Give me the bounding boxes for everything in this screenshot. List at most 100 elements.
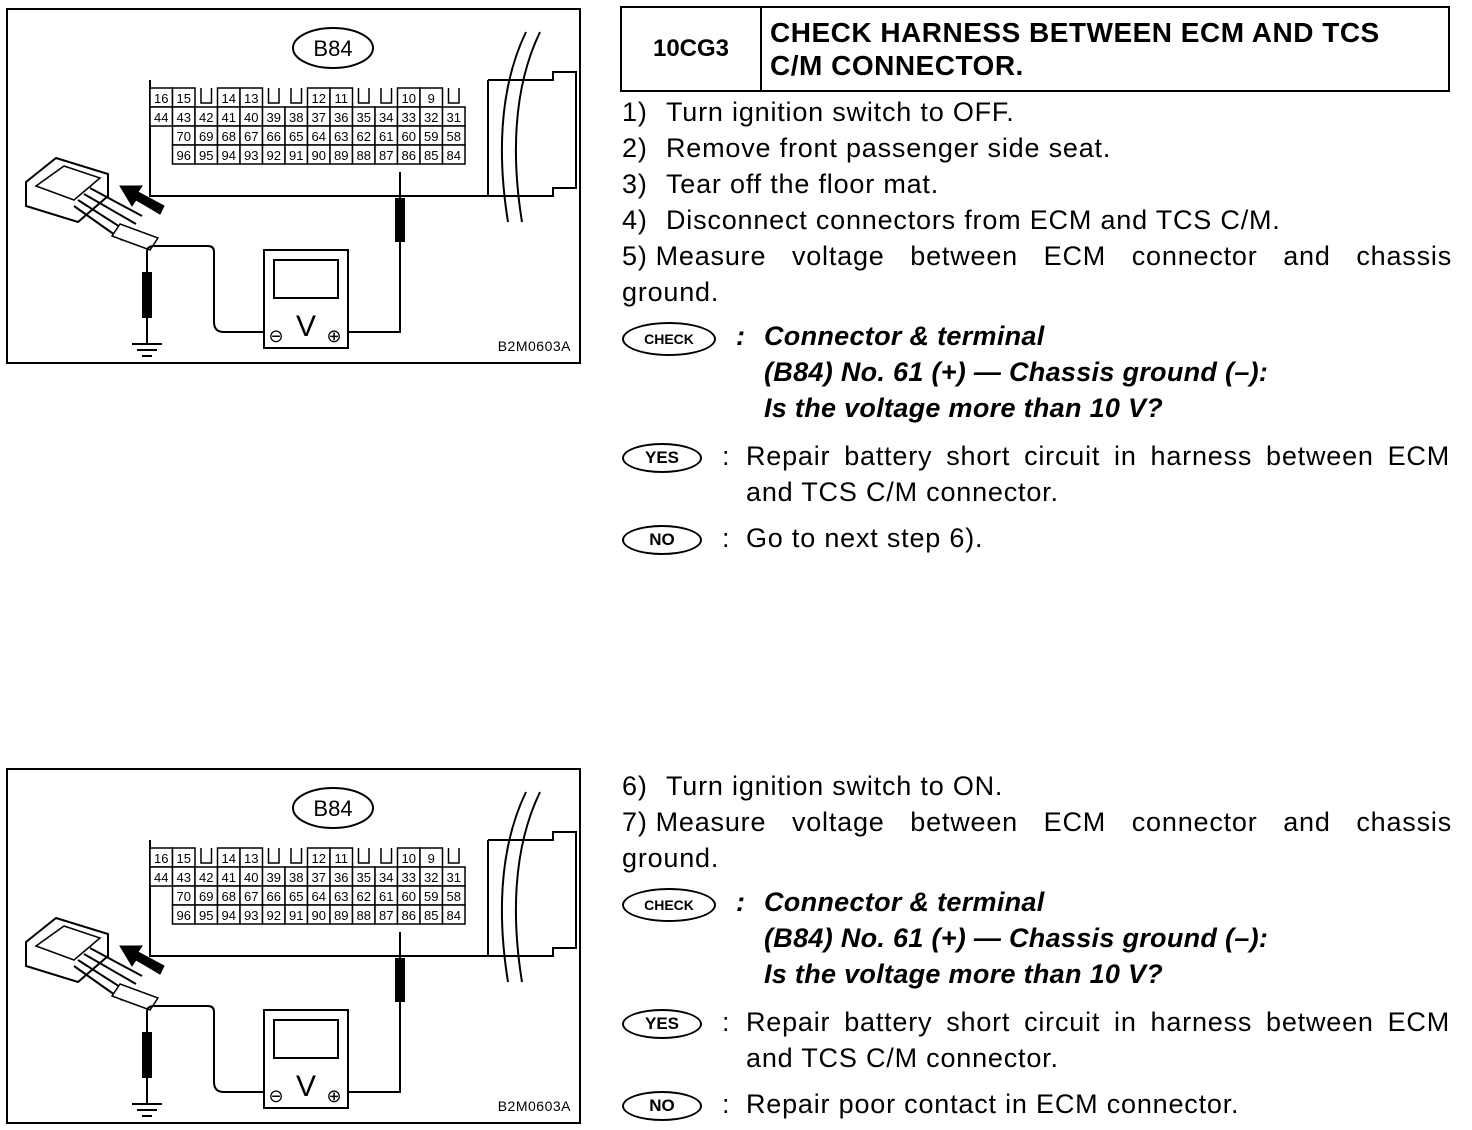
terminal-label: 42 bbox=[199, 870, 213, 885]
step-item: 2)Remove front passenger side seat. bbox=[622, 130, 1452, 166]
voltmeter-display bbox=[273, 1019, 339, 1059]
figure-code: B2M0603A bbox=[497, 1098, 571, 1114]
plug-wires bbox=[73, 187, 143, 241]
ground-probe bbox=[142, 272, 152, 318]
minus-terminal-icon: ⊖ bbox=[268, 1086, 283, 1107]
connector-label-bubble bbox=[292, 787, 374, 829]
terminal-label: 89 bbox=[334, 908, 348, 923]
probe-handle bbox=[395, 198, 405, 242]
no-text: Go to next step 6). bbox=[746, 523, 984, 553]
check-line-1: Connector & terminal bbox=[764, 887, 1045, 917]
terminal-key bbox=[290, 848, 303, 864]
terminal-label: 63 bbox=[334, 889, 348, 904]
terminal-label: 84 bbox=[447, 148, 461, 163]
terminal-label: 16 bbox=[154, 851, 168, 866]
terminal-label: 93 bbox=[244, 148, 258, 163]
plug-sleeve bbox=[110, 983, 160, 1011]
terminal-label: 41 bbox=[222, 870, 236, 885]
terminal-cell bbox=[441, 904, 466, 925]
probe-wire-positive bbox=[334, 242, 401, 333]
terminal-label: 40 bbox=[244, 870, 258, 885]
terminal-label: 44 bbox=[154, 870, 168, 885]
probe-wire-negative bbox=[146, 1005, 270, 1093]
step-item: 3)Tear off the floor mat. bbox=[622, 166, 1452, 202]
terminal-label: 11 bbox=[335, 91, 349, 106]
figure-code: B2M0603A bbox=[497, 338, 571, 354]
step-item: 1)Turn ignition switch to OFF. bbox=[622, 94, 1452, 130]
break-line bbox=[500, 791, 527, 983]
terminal-key bbox=[380, 88, 393, 104]
check-row: CHECK : Connector & terminal (B84) No. 6… bbox=[622, 318, 1452, 438]
check-text: : Connector & terminal (B84) No. 61 (+) … bbox=[736, 318, 1268, 426]
ground-probe bbox=[142, 1032, 152, 1078]
step-code: 10CG3 bbox=[622, 8, 762, 90]
yes-badge: YES bbox=[622, 1009, 702, 1039]
step-title: CHECK HARNESS BETWEEN ECM AND TCS C/M CO… bbox=[770, 17, 1380, 81]
yes-badge: YES bbox=[622, 443, 702, 473]
terminal-label: 63 bbox=[334, 129, 348, 144]
probe-wire-negative bbox=[146, 245, 270, 333]
no-row: NO : Repair poor contact in ECM connecto… bbox=[622, 1086, 1452, 1126]
terminal-label: 61 bbox=[379, 129, 393, 144]
check-line-3: Is the voltage more than 10 V? bbox=[764, 393, 1164, 423]
terminal-label: 11 bbox=[335, 851, 349, 866]
check-row: CHECK : Connector & terminal (B84) No. 6… bbox=[622, 884, 1452, 1004]
terminal-label: 33 bbox=[402, 110, 416, 125]
check-line-1: Connector & terminal bbox=[764, 321, 1045, 351]
terminal-label: 60 bbox=[402, 129, 416, 144]
terminal-label: 94 bbox=[222, 908, 236, 923]
terminal-label: 68 bbox=[222, 889, 236, 904]
terminal-label: 59 bbox=[424, 129, 438, 144]
connector-housing bbox=[488, 71, 577, 197]
step-header: 10CG3 CHECK HARNESS BETWEEN ECM AND TCS … bbox=[620, 6, 1450, 92]
step-text: Tear off the floor mat. bbox=[666, 169, 940, 199]
step-item: 7)Measure voltage between ECM connector … bbox=[622, 804, 1452, 876]
terminal-key bbox=[357, 848, 370, 864]
terminal-label: 67 bbox=[244, 129, 258, 144]
yes-row: YES : Repair battery short circuit in ha… bbox=[622, 1004, 1452, 1086]
terminal-label: 31 bbox=[447, 110, 461, 125]
terminal-label: 36 bbox=[334, 870, 348, 885]
terminal-label: 41 bbox=[222, 110, 236, 125]
terminal-cell bbox=[441, 144, 466, 165]
terminal-label: 34 bbox=[379, 110, 393, 125]
plug-wires bbox=[73, 947, 143, 1001]
plus-terminal-icon: ⊕ bbox=[326, 1086, 341, 1107]
terminal-label: 12 bbox=[312, 91, 326, 106]
terminal-label: 91 bbox=[289, 908, 303, 923]
check-line-2: (B84) No. 61 (+) — Chassis ground (–): bbox=[764, 923, 1269, 953]
check-badge: CHECK bbox=[622, 888, 716, 922]
terminal-label: 61 bbox=[379, 889, 393, 904]
terminal-label: 13 bbox=[244, 91, 258, 106]
terminal-label: 91 bbox=[289, 148, 303, 163]
arrow-icon bbox=[119, 945, 165, 975]
ground-icon bbox=[132, 1103, 162, 1117]
connector-label: B84 bbox=[313, 796, 352, 821]
minus-terminal-icon: ⊖ bbox=[268, 326, 283, 347]
terminal-label: 95 bbox=[199, 148, 213, 163]
terminal-label: 65 bbox=[289, 889, 303, 904]
terminal-label: 90 bbox=[312, 148, 326, 163]
check-text: : Connector & terminal (B84) No. 61 (+) … bbox=[736, 884, 1268, 992]
terminal-label: 31 bbox=[447, 870, 461, 885]
connector-label-bubble bbox=[292, 27, 374, 69]
break-line bbox=[514, 791, 541, 983]
terminal-label: 42 bbox=[199, 110, 213, 125]
terminal-label: 84 bbox=[447, 908, 461, 923]
step-item: 6)Turn ignition switch to ON. bbox=[622, 768, 1452, 804]
terminal-label: 85 bbox=[424, 148, 438, 163]
terminal-label: 69 bbox=[199, 129, 213, 144]
terminal-label: 34 bbox=[379, 870, 393, 885]
plus-terminal-icon: ⊕ bbox=[326, 326, 341, 347]
terminal-label: 9 bbox=[428, 851, 435, 866]
terminal-key bbox=[447, 88, 460, 104]
terminal-label: 33 bbox=[402, 870, 416, 885]
terminal-label: 58 bbox=[447, 889, 461, 904]
terminal-label: 39 bbox=[267, 110, 281, 125]
check-block-1: CHECK : Connector & terminal (B84) No. 6… bbox=[622, 318, 1452, 560]
terminal-label: 58 bbox=[447, 129, 461, 144]
